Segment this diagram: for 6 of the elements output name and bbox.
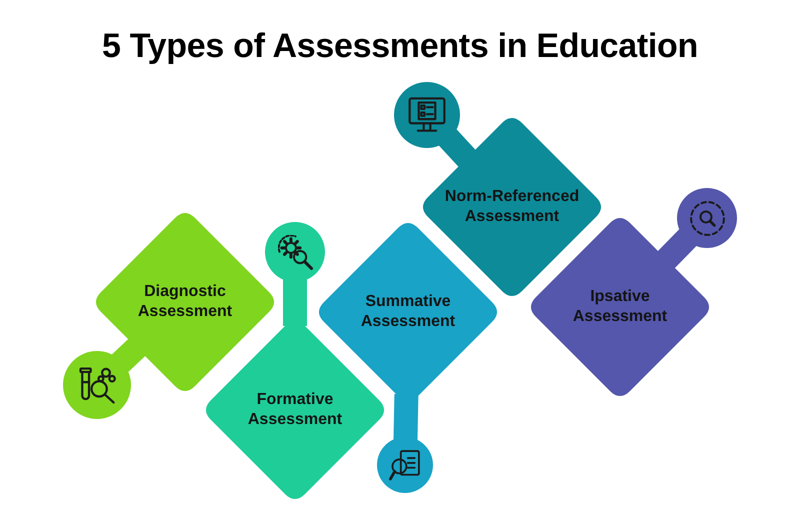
piece-label: Ipsative Assessment (572, 287, 668, 327)
title: 5 Types of Assessments in Education (102, 26, 698, 66)
piece-label: Summative Assessment (360, 292, 456, 332)
piece-label: Norm-Referenced Assessment (444, 187, 580, 227)
piece-label: Diagnostic Assessment (137, 282, 233, 322)
piece-label: Formative Assessment (247, 390, 343, 430)
